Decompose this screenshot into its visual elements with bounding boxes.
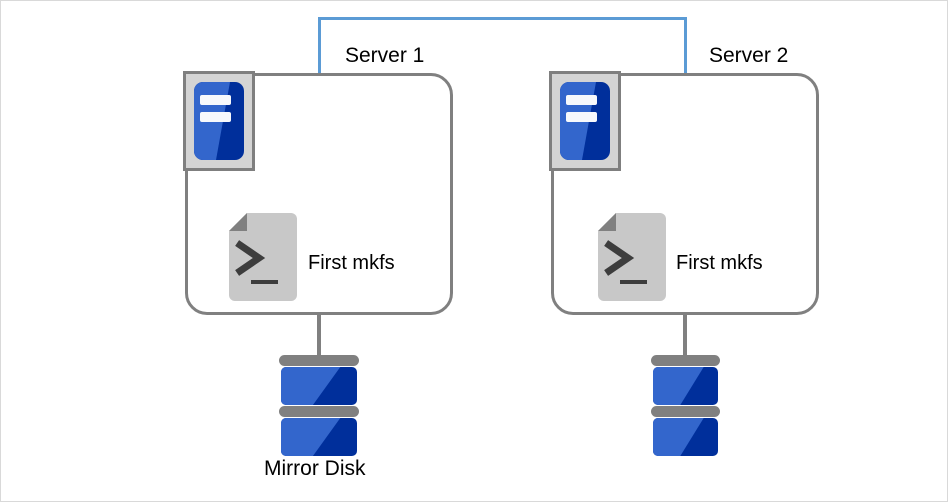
- terminal-script-icon: [598, 213, 666, 301]
- mirror-disk-right-platter-1: [653, 367, 718, 405]
- mirror-disk-right: [651, 355, 720, 456]
- mirror-disk-right-platter-2: [653, 418, 718, 456]
- mirror-disk-left-platter-1-highlight: [281, 367, 341, 405]
- server-1-disk-wire: [317, 314, 321, 358]
- terminal-script-icon: [229, 213, 297, 301]
- server-rack-icon-slot-2: [566, 111, 597, 122]
- server-1-label: Server 1: [345, 44, 425, 67]
- server-rack-icon: [183, 71, 255, 171]
- mirror-disk-right-platter-1-highlight: [653, 367, 704, 405]
- mirror-disk-right-platter-2-highlight: [653, 418, 704, 456]
- server-rack-icon-body: [560, 82, 610, 160]
- server-rack-icon-slot-1: [200, 95, 231, 106]
- server-rack-icon-body: [194, 82, 244, 160]
- server-2-script-label: First mkfs: [676, 252, 763, 274]
- mirror-disk-left-platter-2-highlight: [281, 418, 341, 456]
- server-1-script-label: First mkfs: [308, 252, 395, 274]
- server-rack-icon-slot-1: [566, 95, 597, 106]
- server-2-disk-wire: [683, 314, 687, 358]
- mirror-disk-right-plate-top: [651, 355, 720, 366]
- mirror-disk-left: [279, 355, 359, 456]
- server-2-label: Server 2: [709, 44, 789, 67]
- mirror-disk-left-plate-middle: [279, 406, 359, 417]
- interconnect-link-horizontal: [318, 17, 687, 20]
- server-rack-icon: [549, 71, 621, 171]
- server-rack-icon-slot-2: [200, 111, 231, 122]
- interconnect-link-down-server1: [318, 17, 321, 75]
- mirror-disk-left-caption: Mirror Disk: [264, 457, 366, 480]
- server-2-box: [551, 73, 819, 315]
- interconnect-link-down-server2: [684, 17, 687, 75]
- mirror-disk-left-plate-top: [279, 355, 359, 366]
- mirror-disk-right-plate-middle: [651, 406, 720, 417]
- mirror-disk-left-platter-2: [281, 418, 357, 456]
- mirror-disk-left-platter-1: [281, 367, 357, 405]
